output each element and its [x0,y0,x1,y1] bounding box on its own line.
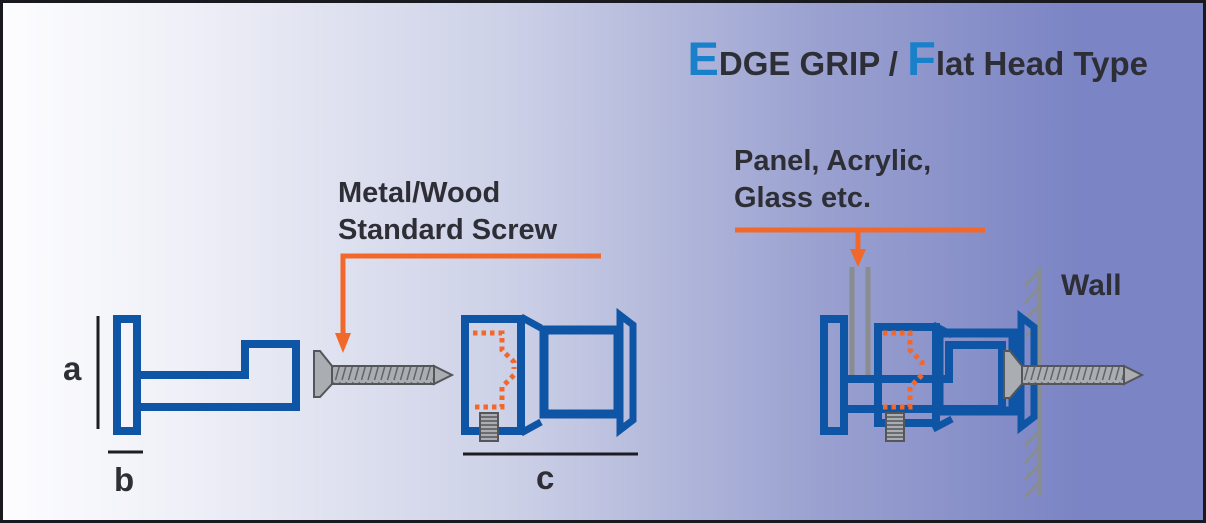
panel-leader-line [735,227,985,267]
grip-slant-edges [519,313,543,437]
assembly-face-plate-edge [1017,309,1038,435]
leader-arrowhead [335,333,351,353]
grip-face-plate-edge [616,307,637,438]
dimension-label-b: b [114,461,135,498]
screw-annotation-line2: Standard Screw [338,214,558,246]
set-screw [479,412,499,442]
assembly-screw-channel-upper [883,330,925,369]
screw-leader-line [335,253,601,353]
panel-leader-arrowhead [850,249,866,267]
grip-component-drawing [461,307,638,456]
panel-annotation-line2: Glass etc. [734,182,872,214]
grip-face-frame [539,325,623,419]
assembly-profile-arm [840,341,1006,413]
wall-screw-drawing [1003,350,1145,399]
screw-channel-dotted-lower [473,373,516,410]
assembly-drawing [820,267,1145,442]
panel-edge-lines [849,267,871,377]
screw-channel-dotted-upper [473,330,517,369]
title-initial-e: E [687,32,719,85]
assembly-set-screw [885,412,905,442]
dimension-label-c: c [536,459,555,496]
wall-hatching-bottom [1023,429,1041,499]
wall-screw-tip [1123,364,1145,386]
title-word2: lat Head Type [935,45,1148,82]
profile-cross-section-drawing [96,315,300,454]
title-initial-f: F [907,32,936,85]
dimension-label-a: a [63,350,82,387]
title-word1: DGE GRIP / [718,45,908,82]
standard-screw-drawing [313,350,455,398]
screw-annotation-line1: Metal/Wood [338,177,501,209]
wall-label: Wall [1061,269,1122,302]
profile-arm [133,340,300,411]
assembly-screw-channel-lower [883,373,924,410]
diagram-title: EDGE GRIP / Flat Head Type [658,31,1148,86]
screw-head [313,350,333,398]
panel-annotation-line1: Panel, Acrylic, [734,145,932,177]
panel-annotation: Panel, Acrylic, Glass etc. [734,143,931,217]
diagram-canvas [96,227,1145,499]
screw-annotation: Metal/Wood Standard Screw [338,175,557,249]
screw-tip [433,364,455,386]
